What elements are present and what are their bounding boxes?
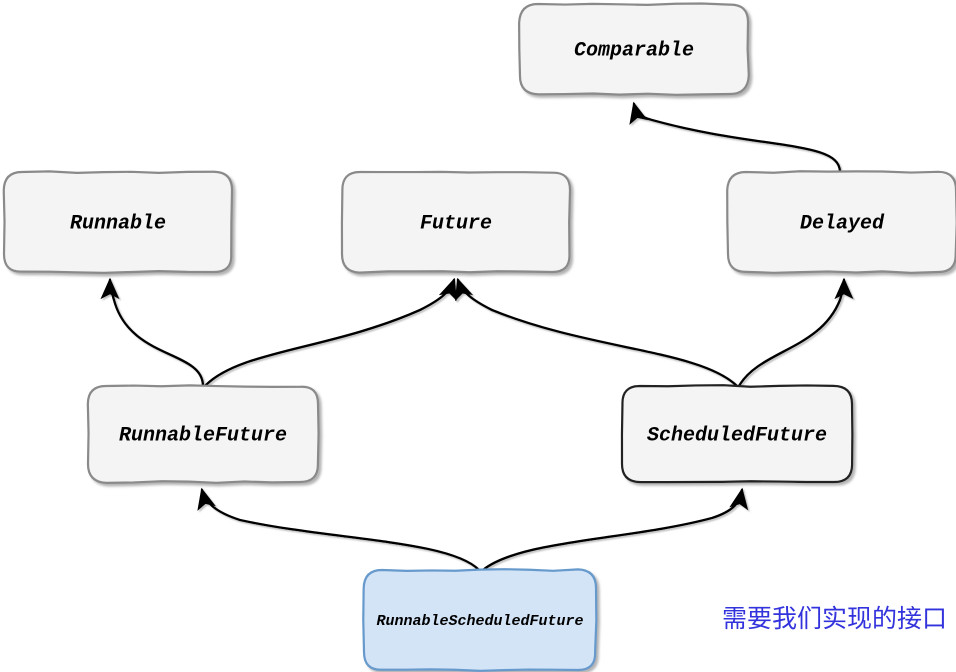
node-box-future bbox=[340, 170, 572, 274]
node-label-runnablefuture: RunnableFuture bbox=[119, 424, 287, 447]
node-scheduledfuture[interactable]: ScheduledFuture bbox=[620, 384, 854, 484]
node-runnablefuture[interactable]: RunnableFuture bbox=[86, 384, 320, 484]
node-future[interactable]: Future bbox=[340, 170, 572, 274]
edge-scheduledfuture-to-future bbox=[454, 277, 739, 388]
node-label-delayed: Delayed bbox=[800, 212, 885, 235]
node-box-comparable bbox=[518, 2, 750, 96]
edge-rsf-to-runnablefuture bbox=[197, 487, 481, 572]
node-comparable[interactable]: Comparable bbox=[518, 2, 750, 96]
node-box-runnablescheduledfuture bbox=[362, 568, 598, 672]
node-delayed[interactable]: Delayed bbox=[726, 170, 956, 274]
node-runnable[interactable]: Runnable bbox=[2, 170, 234, 274]
node-label-future: Future bbox=[420, 212, 492, 235]
node-label-comparable: Comparable bbox=[574, 39, 694, 62]
edge-runnablefuture-to-runnable bbox=[100, 277, 205, 388]
edge-delayed-to-comparable bbox=[629, 101, 842, 174]
edge-scheduledfuture-to-delayed bbox=[737, 277, 854, 388]
annotation-group: 需要我们实现的接口 bbox=[597, 604, 947, 633]
edge-rsf-to-scheduledfuture bbox=[481, 487, 749, 572]
annotation-text: 需要我们实现的接口 bbox=[722, 604, 947, 633]
edges-layer bbox=[100, 101, 854, 572]
node-box-runnablefuture bbox=[86, 384, 320, 484]
node-label-scheduledfuture: ScheduledFuture bbox=[647, 424, 827, 447]
node-box-scheduledfuture bbox=[620, 384, 854, 484]
node-label-runnablescheduledfuture: RunnableScheduledFuture bbox=[376, 613, 583, 630]
edge-runnablefuture-to-future bbox=[203, 277, 458, 388]
node-box-delayed bbox=[726, 170, 956, 274]
node-label-runnable: Runnable bbox=[70, 212, 166, 235]
node-box-runnable bbox=[2, 170, 234, 274]
node-runnablescheduledfuture[interactable]: RunnableScheduledFuture bbox=[362, 568, 598, 672]
